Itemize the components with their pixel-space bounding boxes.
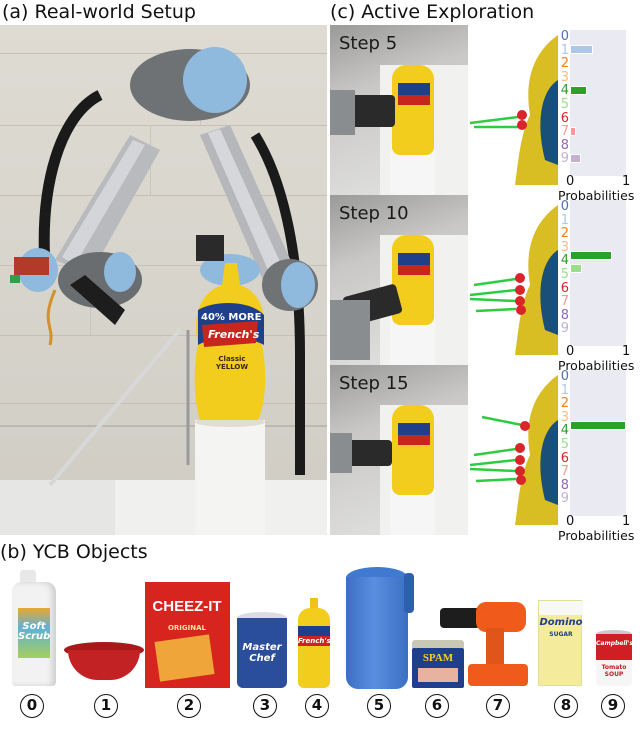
robot-arm-illustration <box>10 47 318 535</box>
bottle-variant-text: Classic YELLOW <box>215 355 249 371</box>
ycb-object-red-bowl <box>64 642 144 682</box>
ycb-label-9: 9 <box>601 694 625 718</box>
step-label: Step 10 <box>339 203 409 224</box>
step-photo: Step 5 <box>330 25 468 195</box>
probability-chart-step-10: 0 1 2 3 4 5 6 7 8 9 0 1 Probabilities <box>558 199 635 373</box>
ycb-object-spam-can: SPAM <box>412 640 464 688</box>
ycb-object-soft-scrub: Soft Scrub <box>8 570 60 686</box>
step-photo: Step 10 <box>330 195 468 365</box>
x-axis-label: Probabilities <box>558 188 635 203</box>
step-photo: Step 15 <box>330 365 468 535</box>
tactile-render <box>470 365 558 535</box>
x-tick-1: 1 <box>622 344 631 359</box>
step-label: Step 5 <box>339 33 398 54</box>
x-axis-label: Probabilities <box>558 528 635 543</box>
ycb-label-6: 6 <box>425 694 449 718</box>
bar-class-9 <box>570 154 581 163</box>
tactile-render <box>470 195 558 365</box>
x-tick-1: 1 <box>622 514 631 529</box>
ycb-object-power-drill <box>440 598 530 688</box>
x-axis-label: Probabilities <box>558 358 635 373</box>
ycb-label-1: 1 <box>94 694 118 718</box>
ycb-object-blue-pitcher <box>344 567 414 689</box>
x-tick-0: 0 <box>566 344 575 359</box>
panel-c-title: (c) Active Exploration <box>330 1 535 23</box>
bar-class-5 <box>570 264 582 273</box>
bar-class-1 <box>570 45 593 54</box>
ycb-object-tomato-soup-can: Campbell's Tomato SOUP <box>596 630 633 686</box>
bar-class-4 <box>570 251 612 260</box>
panel-a-title: (a) Real-world Setup <box>2 1 196 23</box>
panel-b-title: (b) YCB Objects <box>0 541 148 563</box>
ycb-label-8: 8 <box>554 694 578 718</box>
probability-chart-step-15: 0 1 2 3 4 5 6 7 8 9 0 1 Probabilities <box>558 369 635 543</box>
bar-class-4 <box>570 86 587 95</box>
ycb-object-mustard-bottle: French's <box>296 598 332 688</box>
real-world-setup-photo: 40% MORE French's Classic YELLOW <box>0 25 327 535</box>
ycb-label-5: 5 <box>367 694 391 718</box>
probability-chart-step-5: 0 1 2 3 4 5 6 7 8 9 0 1 Probabilities <box>558 29 635 203</box>
tactile-render <box>470 25 558 195</box>
ycb-label-0: 0 <box>20 694 44 718</box>
x-tick-0: 0 <box>566 174 575 189</box>
ycb-label-3: 3 <box>253 694 277 718</box>
step-label: Step 15 <box>339 373 409 394</box>
bottle-brand-text: French's <box>208 328 260 341</box>
ycb-label-7: 7 <box>486 694 510 718</box>
bar-class-7 <box>570 126 576 136</box>
ycb-label-2: 2 <box>177 694 201 718</box>
bottle-promo-text: 40% MORE <box>201 312 262 323</box>
ycb-object-cheezit-box: CHEEZ-IT ORIGINAL <box>145 582 230 688</box>
ycb-object-master-chef-can: Master Chef <box>237 612 287 688</box>
bar-class-4 <box>570 421 626 430</box>
x-tick-1: 1 <box>622 174 631 189</box>
ycb-object-domino-sugar: Domino SUGAR <box>538 600 583 686</box>
x-tick-0: 0 <box>566 514 575 529</box>
ycb-label-4: 4 <box>305 694 329 718</box>
